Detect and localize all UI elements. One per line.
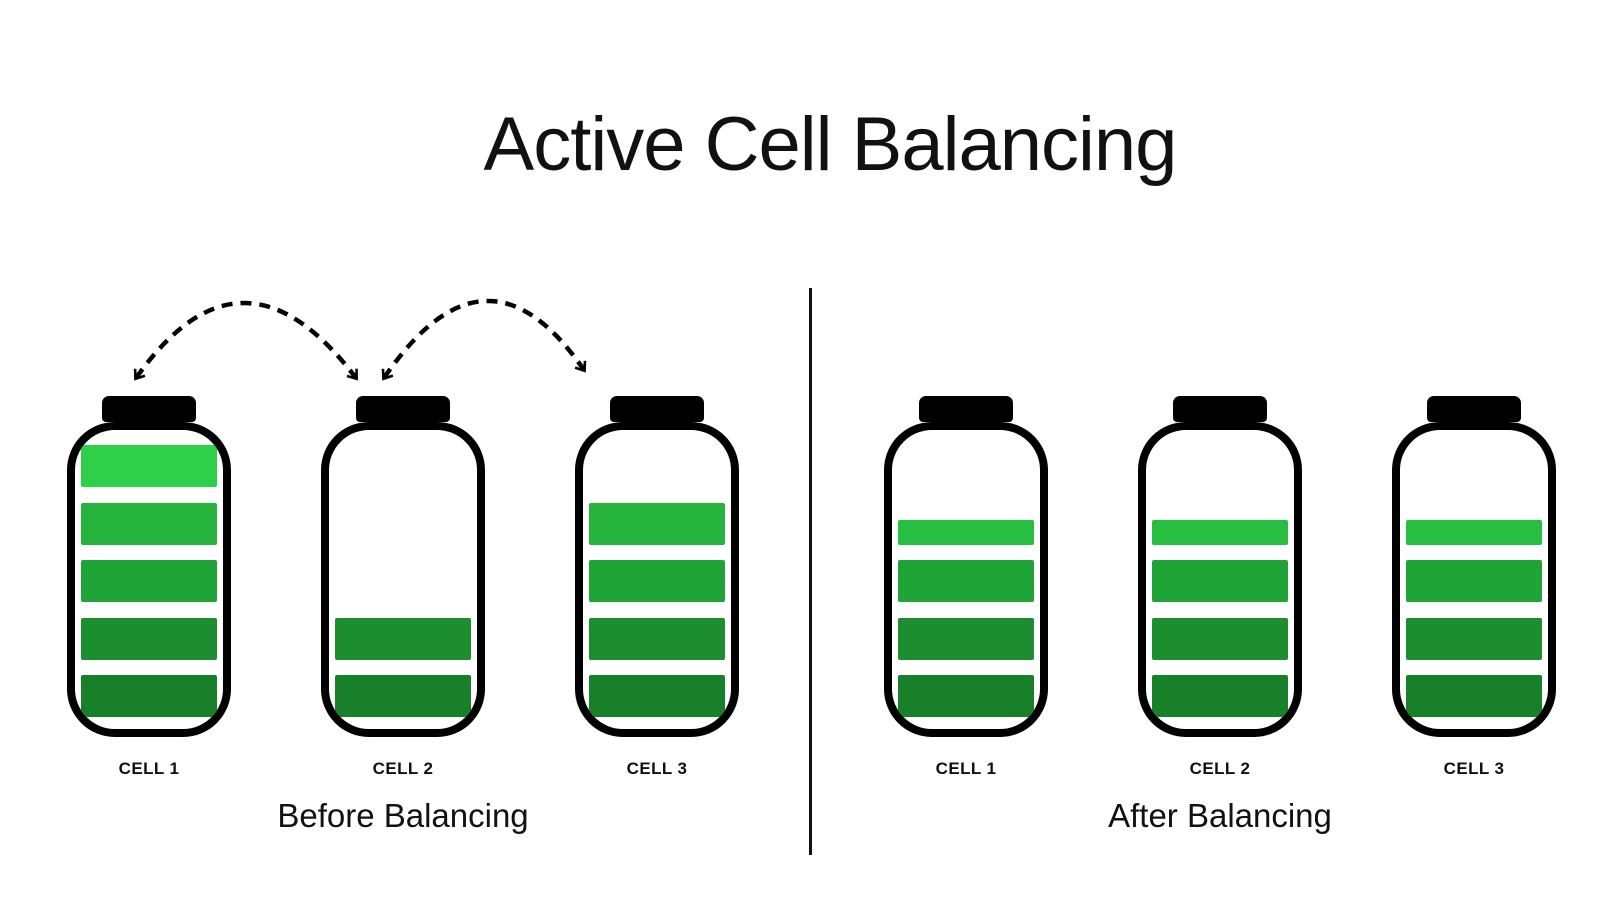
- battery-terminal-cap: [1173, 396, 1267, 422]
- charge-bar: [81, 502, 217, 545]
- charge-bar: [898, 617, 1034, 660]
- battery-body: [321, 422, 485, 737]
- before-caption: Before Balancing: [277, 797, 529, 834]
- after-caption: After Balancing: [1108, 797, 1332, 834]
- battery-terminal-cap: [102, 396, 196, 422]
- battery-body: [1138, 422, 1302, 737]
- battery-terminal-cap: [919, 396, 1013, 422]
- battery-body: [575, 422, 739, 737]
- charge-bar: [1152, 560, 1288, 602]
- charge-bar: [81, 617, 217, 660]
- charge-bar: [898, 519, 1034, 545]
- charge-bar: [81, 675, 217, 717]
- battery-terminal-cap: [356, 396, 450, 422]
- charge-bar: [335, 675, 471, 717]
- transfer-arrow-cell1-cell2: [136, 300, 356, 378]
- charge-bar: [1406, 560, 1542, 602]
- charge-bar: [1406, 675, 1542, 717]
- battery-body: [67, 422, 231, 737]
- charge-bar: [589, 617, 725, 660]
- charge-bar: [1152, 617, 1288, 660]
- charge-bar: [1152, 519, 1288, 545]
- charge-bar: [589, 675, 725, 717]
- cell-label: CELL 3: [1443, 759, 1505, 778]
- transfer-arrow-cell2-cell3: [384, 298, 584, 378]
- battery-body: [884, 422, 1048, 737]
- cell-label: CELL 2: [372, 759, 434, 778]
- battery-after-cell-2: CELL 2: [1138, 396, 1302, 779]
- charge-bar: [81, 560, 217, 602]
- cell-label: CELL 1: [118, 759, 180, 778]
- battery-after-cell-3: CELL 3: [1392, 396, 1556, 779]
- cell-label: CELL 3: [626, 759, 688, 778]
- panel-divider-line: [809, 288, 812, 855]
- charge-bar: [1152, 675, 1288, 717]
- charge-bar: [898, 675, 1034, 717]
- battery-before-cell-1: CELL 1: [67, 396, 231, 779]
- battery-before-cell-3: CELL 3: [575, 396, 739, 779]
- battery-terminal-cap: [1427, 396, 1521, 422]
- charge-bar: [589, 560, 725, 602]
- charge-bar: [1406, 519, 1542, 545]
- battery-body: [1392, 422, 1556, 737]
- battery-before-cell-2: CELL 2: [321, 396, 485, 779]
- page-title: Active Cell Balancing: [483, 102, 1178, 187]
- charge-bar: [898, 560, 1034, 602]
- charge-bar: [1406, 617, 1542, 660]
- battery-terminal-cap: [610, 396, 704, 422]
- cell-label: CELL 1: [935, 759, 997, 778]
- cell-label: CELL 2: [1189, 759, 1251, 778]
- charge-bar: [335, 617, 471, 660]
- battery-after-cell-1: CELL 1: [884, 396, 1048, 779]
- charge-bar: [589, 502, 725, 545]
- charge-bar: [81, 445, 217, 487]
